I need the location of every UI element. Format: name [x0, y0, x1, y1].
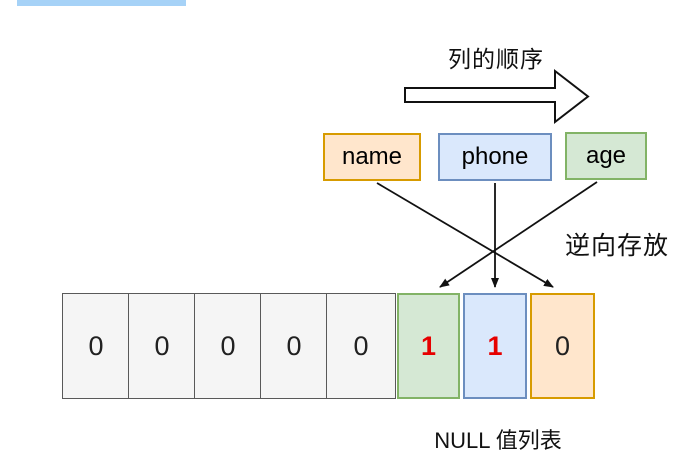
null-bitmap-caption: NULL 值列表: [434, 428, 562, 453]
bitmap-cell-value: 0: [154, 330, 170, 361]
bitmap-cell-value: 0: [88, 330, 104, 361]
bitmap-cell-4: 0: [260, 293, 328, 399]
bitmap-cell-value: 0: [554, 330, 571, 361]
bitmap-cell-1: 0: [62, 293, 130, 399]
column-box-age: age: [565, 132, 647, 180]
bitmap-cell-5: 0: [326, 293, 396, 399]
bitmap-cell-3: 0: [194, 293, 262, 399]
partial-top-highlight-bar: [17, 0, 186, 6]
column-box-phone: phone: [438, 133, 552, 181]
bitmap-cell-8-name: 0: [530, 293, 595, 399]
bitmap-cell-7-phone: 1: [463, 293, 527, 399]
column-label-phone: phone: [461, 143, 529, 170]
column-order-label: 列的顺序: [448, 46, 544, 72]
reverse-storage-label: 逆向存放: [565, 232, 670, 260]
connector-name-to-cell8: [376, 182, 554, 288]
bitmap-cell-value: 0: [220, 330, 236, 361]
bitmap-cell-value: 1: [420, 330, 437, 361]
bitmap-cell-value: 0: [286, 330, 302, 361]
column-label-age: age: [585, 142, 627, 169]
flow-direction-arrow: [404, 68, 590, 125]
bitmap-cell-6-age: 1: [397, 293, 460, 399]
column-box-name: name: [323, 133, 421, 181]
bitmap-cell-2: 0: [128, 293, 196, 399]
bitmap-cell-value: 1: [487, 330, 503, 361]
column-label-name: name: [341, 143, 403, 170]
bitmap-cell-value: 0: [353, 330, 369, 361]
